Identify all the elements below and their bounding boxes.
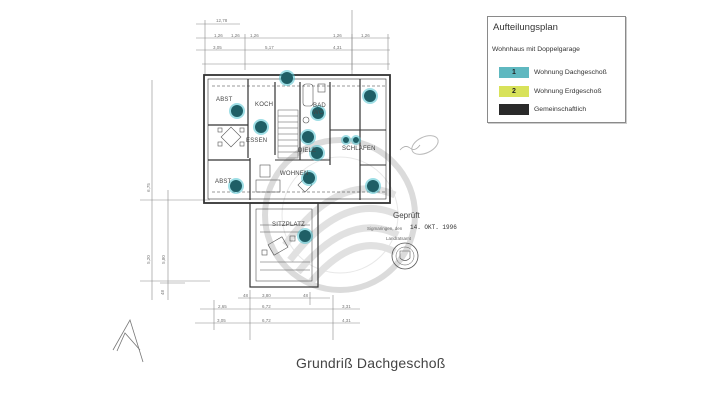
- dimension-lines-top: [196, 10, 390, 75]
- legend-title: Aufteilungsplan: [493, 22, 558, 33]
- signature-scribble: [399, 135, 439, 155]
- dim-left-lower-1: 5,20: [145, 255, 151, 264]
- unit-marker: [230, 180, 242, 192]
- room-label-schlafen: SCHLAFEN: [342, 146, 376, 152]
- dim-left-bottom: 48: [160, 289, 166, 296]
- unit-marker: [311, 147, 323, 159]
- legend-swatch-unit-1: 1: [499, 66, 529, 78]
- unit-marker: [312, 107, 324, 119]
- legend-item-dachgeschoss: 1 Wohnung Dachgeschoß: [499, 66, 607, 78]
- stamp-office: Landratsamt: [386, 236, 412, 241]
- unit-marker: [302, 131, 314, 143]
- unit-marker: [281, 72, 293, 84]
- room-label-abst-sw: ABST: [215, 179, 232, 185]
- dim-left-total: 6,75: [145, 183, 151, 192]
- bathroom-fixtures: [302, 83, 326, 124]
- dimension-lines-left: [140, 80, 210, 300]
- legend-box: Aufteilungsplan Wohnhaus mit Doppelgarag…: [487, 16, 626, 123]
- dim-top-5: 1,26: [361, 33, 370, 38]
- dim-top-row2-3: 4,31: [333, 45, 342, 50]
- dim-bottom-r3-3: 4,31: [342, 318, 351, 323]
- legend-swatch-common: [499, 103, 529, 115]
- legend-label: Wohnung Dachgeschoß: [534, 68, 607, 76]
- room-label-essen: ESSEN: [246, 138, 268, 144]
- legend-label: Wohnung Erdgeschoß: [534, 87, 602, 95]
- room-label-wohnen: WOHNEN: [280, 171, 309, 177]
- unit-marker: [231, 105, 243, 117]
- unit-marker: [367, 180, 379, 192]
- dim-top-3: 1,26: [250, 33, 259, 38]
- unit-marker: [353, 137, 359, 143]
- unit-marker: [299, 230, 311, 242]
- dim-bottom-r3-1: 3,05: [217, 318, 226, 323]
- stamp-date: 14. OKT. 1996: [410, 224, 457, 231]
- dim-top-4: 1,26: [333, 33, 342, 38]
- dim-left-lower-2: 5,80: [160, 255, 166, 264]
- plan-title: Grundriß Dachgeschoß: [296, 355, 446, 371]
- room-label-sitzplatz: SITZPLATZ: [272, 222, 306, 228]
- room-label-abst-nw: ABST: [216, 97, 233, 103]
- legend-label: Gemeinschaftlich: [534, 105, 587, 113]
- room-label-diele: DIELE: [298, 148, 317, 154]
- official-seal-icon: [391, 242, 419, 270]
- legend-item-erdgeschoss: 2 Wohnung Erdgeschoß: [499, 85, 602, 97]
- unit-marker: [364, 90, 376, 102]
- room-label-koch: KOCH: [255, 102, 274, 108]
- watermark-seal: [262, 137, 418, 293]
- dim-top-1: 1,26: [214, 33, 223, 38]
- dim-bottom-r1-2: 3,80: [262, 293, 271, 298]
- stamp-signature-label: Sigmaringen, den: [367, 226, 403, 231]
- dim-bottom-r3-2: 6,72: [262, 318, 271, 323]
- unit-markers: [228, 70, 381, 244]
- room-label-bad-wc: BAD WC: [313, 103, 326, 116]
- unit-marker: [303, 172, 315, 184]
- staircase: [277, 109, 299, 159]
- walls: [203, 74, 391, 288]
- dim-top-row2-1: 3,05: [213, 45, 222, 50]
- dim-bottom-r1-1: 48: [243, 293, 249, 298]
- dim-bottom-r2-3: 3,31: [342, 304, 351, 309]
- unit-marker: [343, 137, 349, 143]
- dim-bottom-r1-3: 48: [303, 293, 309, 298]
- dimension-lines-bottom: [195, 290, 360, 340]
- dim-bottom-r2-2: 6,72: [262, 304, 271, 309]
- dim-top-total: 12,78: [216, 18, 228, 23]
- dining-table: [217, 126, 245, 148]
- legend-swatch-unit-2: 2: [499, 85, 529, 97]
- dim-bottom-r2-1: 2,65: [218, 304, 227, 309]
- unit-marker: [255, 121, 267, 133]
- dim-top-row2-2: 5,17: [265, 45, 274, 50]
- legend-subtitle: Wohnhaus mit Doppelgarage: [492, 46, 580, 53]
- legend-item-gemeinschaftlich: Gemeinschaftlich: [499, 103, 586, 115]
- stamp-approved: Geprüft: [393, 211, 420, 220]
- dim-top-2: 1,26: [231, 33, 240, 38]
- north-arrow-icon: [112, 318, 144, 363]
